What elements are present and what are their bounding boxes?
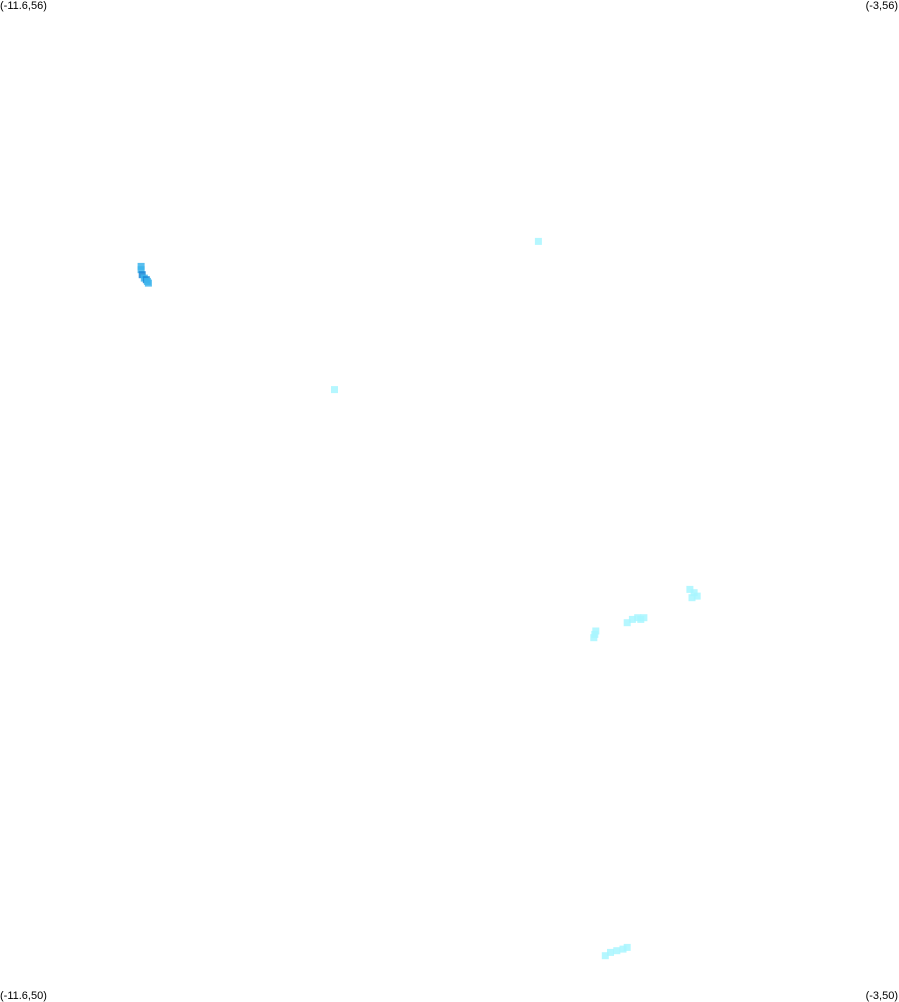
data-point	[601, 952, 609, 960]
corner-label-top-right: (-3,56)	[865, 0, 898, 12]
data-point	[628, 615, 636, 623]
data-point	[619, 945, 627, 953]
central-cyan-point	[331, 386, 338, 394]
west-blue-cluster	[137, 262, 152, 287]
data-point	[144, 279, 152, 287]
southeast-cyan-cluster-c	[686, 585, 701, 602]
data-points-layer	[137, 237, 701, 960]
south-cyan-cluster	[601, 943, 631, 960]
data-point	[640, 614, 648, 622]
southeast-cyan-cluster-b	[623, 614, 648, 627]
data-point	[137, 266, 145, 274]
data-point	[331, 386, 338, 394]
data-point	[693, 592, 701, 600]
corner-label-bottom-right: (-3,50)	[865, 990, 898, 1002]
data-point	[607, 948, 614, 956]
data-point	[623, 619, 631, 627]
data-point	[686, 585, 694, 593]
corner-label-top-left: (-11.6,56)	[0, 0, 47, 12]
data-point	[623, 943, 631, 951]
corner-label-bottom-left: (-11.6,50)	[0, 990, 47, 1002]
data-point	[688, 594, 696, 602]
data-point	[534, 237, 542, 245]
data-point	[590, 634, 598, 642]
north-cyan-point	[534, 237, 542, 245]
southeast-cyan-cluster-a	[590, 627, 600, 642]
data-point	[613, 947, 621, 955]
